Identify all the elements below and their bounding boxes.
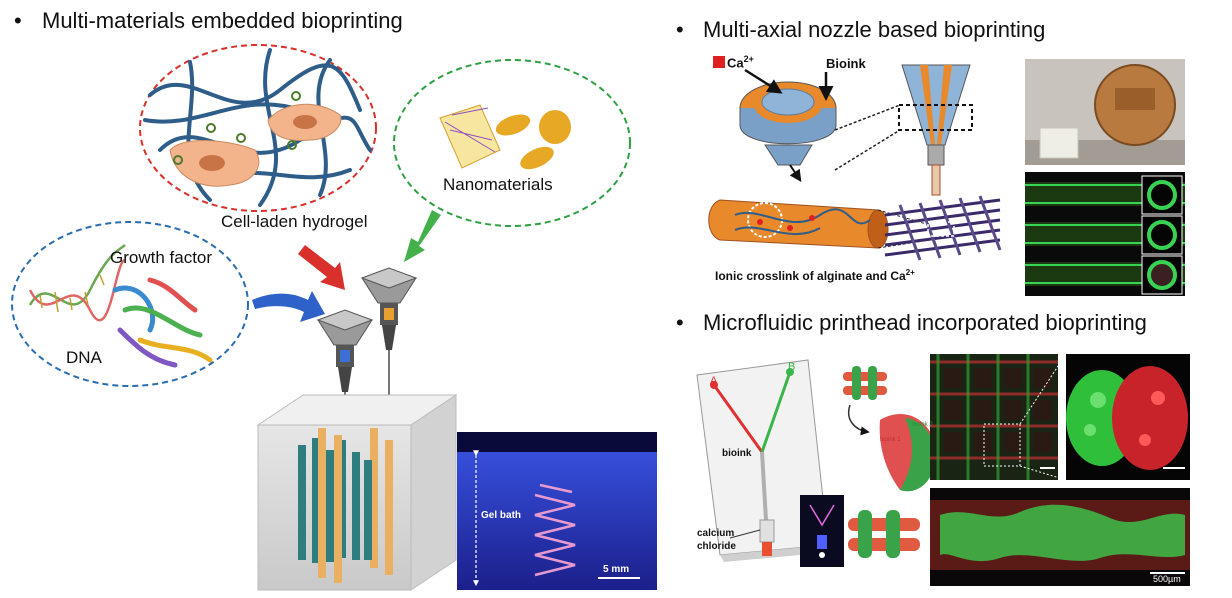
chip-inlet-b-label: B bbox=[788, 361, 796, 373]
coin-photo bbox=[1025, 59, 1185, 165]
chip-inlet-a-label: A bbox=[710, 375, 718, 387]
cross-section-scale-label: 500µm bbox=[1153, 574, 1181, 584]
dna-label: DNA bbox=[66, 348, 102, 367]
extruded-fiber-icon bbox=[708, 199, 889, 249]
chip-bioink-label: bioink bbox=[722, 448, 752, 459]
dna-helix-icon bbox=[28, 244, 126, 322]
nanoparticle-2 bbox=[539, 110, 571, 144]
chloride-label: chloride bbox=[697, 541, 736, 552]
spiral-construct bbox=[534, 483, 576, 577]
grid-zoom-line-1 bbox=[1019, 353, 1067, 425]
dna-growth-factor-group bbox=[11, 221, 249, 387]
gel-bath-photo bbox=[457, 432, 657, 590]
ca-pointer-arrow bbox=[744, 68, 783, 94]
hydrogel-dashed-circle bbox=[139, 44, 377, 212]
grid-fluorescence-image bbox=[930, 354, 1058, 480]
green-arrow-icon bbox=[404, 210, 441, 262]
nanotube-icon bbox=[439, 104, 501, 169]
growth-factor-label: Growth factor bbox=[110, 248, 213, 267]
gel-bath-scale-label: 5 mm bbox=[603, 564, 630, 575]
woven-lattice-icon bbox=[884, 195, 1002, 261]
printhead-photo bbox=[800, 495, 844, 567]
zoom-line-2 bbox=[834, 129, 901, 171]
gel-bath-label: Gel bath bbox=[481, 510, 522, 521]
ca-label: Ca2+ bbox=[727, 54, 754, 70]
fiber-crossing-icon-bottom bbox=[848, 510, 920, 558]
microfluidic-title: Microfluidic printhead incorporated biop… bbox=[703, 310, 1147, 335]
nanoparticle-3 bbox=[520, 146, 554, 170]
crosslink-caption-base: Ionic crosslink of alginate and Ca bbox=[715, 269, 906, 283]
nozzle-left bbox=[316, 309, 374, 462]
nanomaterials-group bbox=[393, 59, 631, 227]
cell-laden-hydrogel-group bbox=[139, 44, 377, 212]
cell-laden-hydrogel-label: Cell-laden hydrogel bbox=[221, 212, 368, 231]
bioink1-label: bioink 1 bbox=[880, 437, 901, 443]
microfluidic-bullet: • bbox=[676, 310, 684, 335]
cell-2-nucleus bbox=[199, 155, 225, 171]
fluorescent-fiber-photo bbox=[1025, 172, 1185, 296]
fiber-cross-section-image bbox=[930, 488, 1190, 586]
embedded-section bbox=[11, 44, 657, 591]
ca-label-superscript: 2+ bbox=[743, 54, 754, 64]
janus-fluorescence-image bbox=[1066, 354, 1190, 480]
calcium-label: calcium bbox=[697, 528, 735, 539]
ca-legend-swatch bbox=[713, 56, 725, 68]
microfluidic-chip-icon bbox=[696, 359, 832, 562]
printed-filaments bbox=[298, 428, 393, 583]
ligand-markers bbox=[173, 91, 301, 165]
nanomaterials-label: Nanomaterials bbox=[443, 175, 553, 194]
nozzle-cross-section-icon bbox=[898, 64, 973, 196]
bioink-label: Bioink bbox=[826, 56, 866, 71]
dna-dashed-circle bbox=[11, 221, 249, 387]
coaxial-nozzle-icon bbox=[739, 81, 837, 182]
cell-1-nucleus bbox=[293, 115, 317, 129]
cell-shapes bbox=[169, 103, 342, 187]
fiber-crossing-icon-top bbox=[843, 366, 887, 400]
janus-fiber-icon bbox=[879, 414, 936, 492]
blue-arrow-icon bbox=[252, 291, 325, 322]
multiaxial-bullet: • bbox=[676, 17, 684, 42]
multiaxial-section bbox=[708, 56, 1185, 296]
nanomaterials-dashed-circle bbox=[393, 59, 631, 227]
multiaxial-title: Multi-axial nozzle based bioprinting bbox=[703, 17, 1046, 42]
ca-label-base: Ca bbox=[727, 55, 744, 71]
zoom-line-1 bbox=[834, 104, 901, 131]
bioink2-label: bioink 2 bbox=[912, 422, 933, 428]
embedded-title: Multi-materials embedded bioprinting bbox=[42, 8, 403, 33]
microfluidic-section bbox=[696, 353, 1190, 586]
red-arrow-icon bbox=[298, 245, 345, 290]
curved-arrow-icon bbox=[848, 404, 870, 436]
embedded-bullet: • bbox=[14, 8, 22, 33]
growth-factor-protein-icon bbox=[112, 277, 213, 368]
crosslink-caption: Ionic crosslink of alginate and Ca2+ bbox=[715, 268, 915, 283]
nanoparticle-1 bbox=[495, 114, 531, 136]
grid-zoom-line-2 bbox=[1019, 465, 1067, 481]
crosslink-caption-superscript: 2+ bbox=[905, 268, 915, 277]
hydrogel-fibers bbox=[143, 48, 372, 207]
